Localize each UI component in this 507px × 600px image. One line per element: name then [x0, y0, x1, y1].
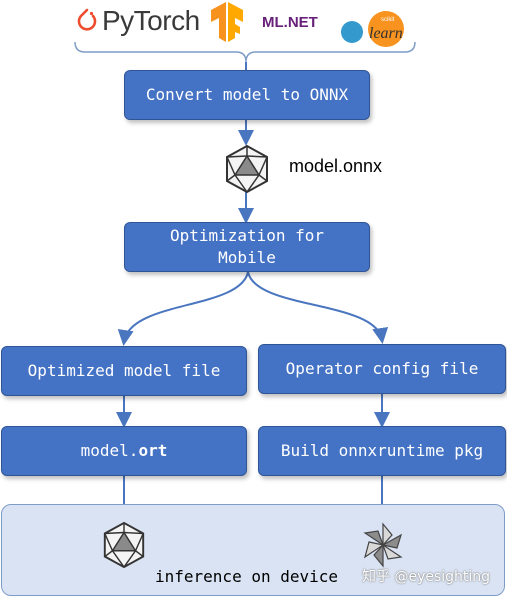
onnxruntime-pinwheel-icon: [363, 522, 403, 568]
convert-model-box: Convert model to ONNX: [124, 70, 370, 120]
optimized-model-file-label: Optimized model file: [27, 361, 221, 380]
watermark-text: 知乎 @eyesighting: [362, 569, 491, 585]
inference-on-device-label: inference on device: [155, 567, 339, 586]
optimization-box: Optimization for Mobile: [124, 222, 370, 272]
pytorch-logo: PyTorch: [76, 4, 200, 38]
mlnet-logo: ML.NET: [262, 14, 318, 31]
onnx-model-icon: [226, 144, 268, 194]
convert-model-label: Convert model to ONNX: [145, 85, 349, 104]
sklearn-small-text: scikit: [381, 17, 395, 23]
scikit-learn-logo: scikit learn: [341, 11, 404, 47]
pytorch-flame-icon: [77, 8, 97, 31]
sklearn-learn-text: learn: [369, 25, 403, 42]
build-onnxruntime-label: Build onnxruntime pkg: [280, 441, 484, 460]
model-onnx-label: model.onnx: [289, 156, 383, 176]
optimized-model-file-box: Optimized model file: [1, 346, 247, 396]
model-ort-prefix: model.: [80, 441, 139, 460]
optimization-label-line1: Optimization for: [169, 226, 325, 245]
arrow-optimization-to-optimized-file: [117, 271, 249, 346]
optimization-label-line2: Mobile: [218, 248, 276, 267]
model-ort-box: model.ort: [1, 426, 247, 476]
operator-config-file-label: Operator config file: [285, 359, 479, 378]
operator-config-file-box: Operator config file: [258, 344, 506, 394]
tensorflow-logo-icon: [211, 2, 243, 42]
build-onnxruntime-box: Build onnxruntime pkg: [258, 426, 506, 476]
device-panel: [1, 504, 505, 596]
ort-model-icon: [103, 521, 145, 569]
arrow-optimization-to-operator-config: [247, 271, 389, 344]
pytorch-wordmark: PyTorch: [102, 5, 200, 36]
model-ort-suffix: ort: [138, 441, 168, 460]
model-ort-label: model.ort: [81, 440, 168, 462]
